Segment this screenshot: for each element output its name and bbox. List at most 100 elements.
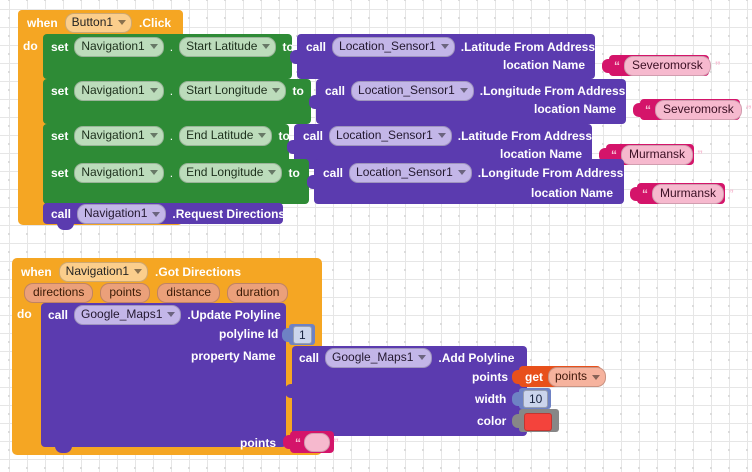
text-value-field[interactable] xyxy=(304,433,330,452)
stack-nub xyxy=(57,223,74,230)
chevron-down-icon xyxy=(272,88,281,93)
variable-dropdown-points[interactable]: points xyxy=(548,367,607,387)
component-name: Button1 xyxy=(71,14,114,29)
left-plug-notch xyxy=(287,139,295,154)
component-name: Location_Sensor1 xyxy=(358,82,455,97)
component-dropdown-google-maps1[interactable]: Google_Maps1 xyxy=(325,347,433,368)
setter-row-end-latitude: set Navigation1 . End Latitude to xyxy=(51,125,290,146)
close-quote-icon: ” xyxy=(714,58,721,73)
arg-label-location-name-4: location Name xyxy=(531,186,614,200)
chevron-down-icon xyxy=(149,88,158,93)
text-row-severomorsk-1: “ Severomorsk ” xyxy=(614,55,721,76)
property-dropdown-start-latitude[interactable]: Start Latitude xyxy=(179,36,277,57)
left-plug-notch xyxy=(599,147,607,162)
setter-row-end-longitude: set Navigation1 . End Longitude to xyxy=(51,162,300,183)
close-quote-icon: ” xyxy=(697,147,704,162)
property-name: End Longitude xyxy=(186,164,264,179)
open-quote-icon: “ xyxy=(611,147,617,162)
event-name-label: .Got Directions xyxy=(155,264,242,279)
event-param-distance[interactable]: distance xyxy=(157,283,221,303)
dot-separator: . xyxy=(169,165,174,180)
left-plug-notch xyxy=(309,94,317,109)
chevron-down-icon xyxy=(418,355,427,360)
get-label: get xyxy=(525,370,543,384)
method-name-label: .Request Directions xyxy=(172,207,286,221)
text-value-field[interactable]: Murmansk xyxy=(652,183,725,204)
chevron-down-icon xyxy=(152,211,161,217)
component-name: Navigation1 xyxy=(81,38,145,53)
call-statement-update-polyline[interactable] xyxy=(41,303,286,453)
component-name: Navigation1 xyxy=(81,82,145,97)
open-quote-icon: “ xyxy=(642,186,648,201)
component-dropdown-navigation1[interactable]: Navigation1 xyxy=(58,261,149,282)
event-param-directions[interactable]: directions xyxy=(24,283,94,303)
number-value-width[interactable]: 10 xyxy=(523,390,549,408)
left-plug-notch xyxy=(282,327,290,342)
text-row-severomorsk-2: “ Severomorsk ” xyxy=(645,99,752,120)
when-label: when xyxy=(27,15,58,30)
property-dropdown-start-longitude[interactable]: Start Longitude xyxy=(179,80,287,101)
text-row-empty-points: “ ” xyxy=(295,433,339,452)
to-label: to xyxy=(282,39,294,54)
chevron-down-icon xyxy=(457,170,466,175)
left-plug-notch xyxy=(602,58,610,73)
arg-label-location-name-2: location Name xyxy=(534,102,617,116)
chevron-down-icon xyxy=(149,170,158,175)
left-plug-notch xyxy=(630,186,638,201)
to-label: to xyxy=(288,165,300,180)
component-dropdown-location-sensor1[interactable]: Location_Sensor1 xyxy=(329,125,452,146)
close-quote-icon: ” xyxy=(728,186,735,201)
close-quote-icon: ” xyxy=(333,435,339,450)
method-name-label: .Longitude From Address xyxy=(479,83,626,98)
arg-label-property-name: property Name xyxy=(191,349,276,363)
arg-label-points-empty: points xyxy=(240,436,276,450)
component-dropdown-location-sensor1[interactable]: Location_Sensor1 xyxy=(332,36,455,57)
to-label: to xyxy=(278,128,290,143)
component-dropdown-location-sensor1[interactable]: Location_Sensor1 xyxy=(349,162,472,183)
set-label: set xyxy=(51,165,69,180)
component-name: Google_Maps1 xyxy=(332,349,414,364)
component-dropdown-google-maps1[interactable]: Google_Maps1 xyxy=(74,304,182,325)
color-swatch-red[interactable] xyxy=(524,413,552,431)
component-dropdown-navigation1[interactable]: Navigation1 xyxy=(74,162,164,183)
text-row-murmansk-2: “ Murmansk ” xyxy=(642,183,735,204)
set-label: set xyxy=(51,128,69,143)
component-dropdown-navigation1[interactable]: Navigation1 xyxy=(74,80,164,101)
variable-get-row-points: get points xyxy=(525,367,607,387)
component-dropdown-navigation1[interactable]: Navigation1 xyxy=(77,204,167,224)
method-name-label: .Longitude From Address xyxy=(477,165,624,180)
chevron-down-icon xyxy=(149,133,158,138)
text-value-field[interactable]: Murmansk xyxy=(621,144,694,165)
call-row-longitude-from-address-1: call Location_Sensor1 .Longitude From Ad… xyxy=(325,80,626,101)
dot-separator: . xyxy=(169,83,174,98)
event-param-duration[interactable]: duration xyxy=(227,283,289,303)
text-value-field[interactable]: Severomorsk xyxy=(655,99,742,120)
text-value-field[interactable]: Severomorsk xyxy=(624,55,711,76)
do-label-gotdirections: do xyxy=(17,307,32,321)
call-label: call xyxy=(303,128,324,143)
call-label: call xyxy=(325,83,346,98)
component-dropdown-button1[interactable]: Button1 xyxy=(64,12,133,33)
arg-label-polyline-id: polyline Id xyxy=(219,327,279,341)
when-label: when xyxy=(21,264,52,279)
dot-separator: . xyxy=(169,128,174,143)
number-value-polyline-id[interactable]: 1 xyxy=(293,326,312,344)
property-name: End Latitude xyxy=(186,127,254,142)
left-plug-notch xyxy=(283,435,291,449)
event-param-points[interactable]: points xyxy=(100,283,151,303)
property-dropdown-end-longitude[interactable]: End Longitude xyxy=(179,162,283,183)
call-row-latitude-from-address-2: call Location_Sensor1 .Latitude From Add… xyxy=(303,125,592,146)
event-params-row: directions points distance duration xyxy=(24,283,289,303)
component-name: Navigation1 xyxy=(84,206,148,220)
call-label: call xyxy=(306,39,327,54)
component-dropdown-navigation1[interactable]: Navigation1 xyxy=(74,36,164,57)
call-row-update-polyline: call Google_Maps1 .Update Polyline xyxy=(48,304,281,325)
component-name: Location_Sensor1 xyxy=(339,38,436,53)
setter-row-start-latitude: set Navigation1 . Start Latitude to xyxy=(51,36,294,57)
component-dropdown-location-sensor1[interactable]: Location_Sensor1 xyxy=(351,80,474,101)
call-label: call xyxy=(51,207,72,221)
set-label: set xyxy=(51,39,69,54)
component-dropdown-navigation1[interactable]: Navigation1 xyxy=(74,125,164,146)
left-plug-notch xyxy=(512,413,520,428)
property-dropdown-end-latitude[interactable]: End Latitude xyxy=(179,125,273,146)
